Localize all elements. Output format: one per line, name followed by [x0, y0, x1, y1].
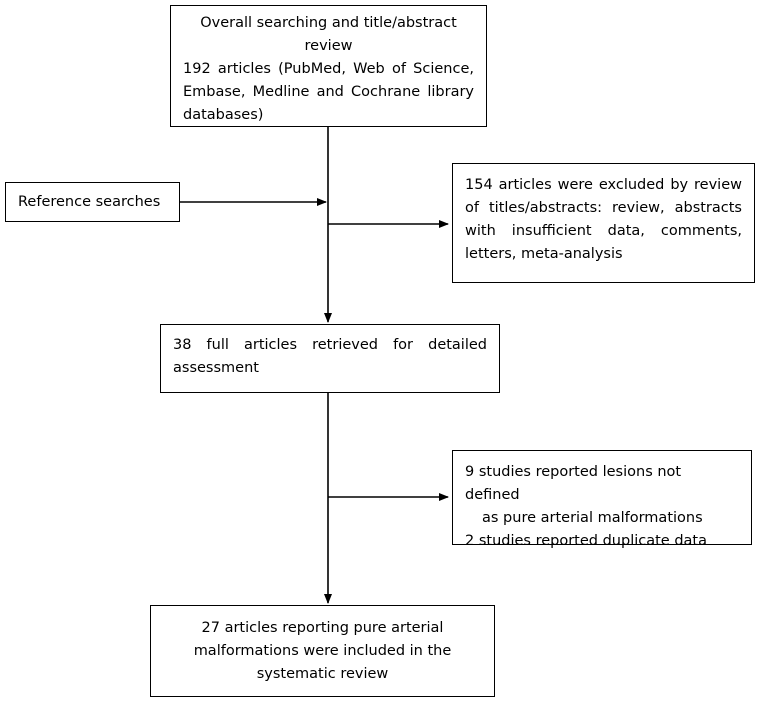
full-text-box: 38 full articles retrieved for detailed …	[160, 324, 500, 393]
full-text-box-text: 38 full articles retrieved for detailed …	[173, 337, 487, 376]
excluded-box-2-line-3: 2 studies reported duplicate data	[465, 533, 707, 549]
excluded-box-1: 154 articles were excluded by review of …	[452, 163, 755, 283]
search-box-body: 192 articles (PubMed, Web of Science, Em…	[183, 61, 474, 123]
search-box-heading: Overall searching and title/abstract rev…	[200, 15, 457, 54]
search-box: Overall searching and title/abstract rev…	[170, 5, 487, 127]
excluded-box-2-line-2: as pure arterial malformations	[482, 510, 703, 526]
included-box-text: 27 articles reporting pure arterial malf…	[193, 620, 452, 682]
excluded-box-1-text: 154 articles were excluded by review of …	[465, 177, 742, 262]
excluded-box-2: 9 studies reported lesions not defined a…	[452, 450, 752, 549]
reference-searches-label: Reference searches	[18, 194, 161, 210]
excluded-box-2-line-1: 9 studies reported lesions not defined	[465, 464, 682, 503]
included-box: 27 articles reporting pure arterial malf…	[150, 605, 495, 697]
reference-searches-box: Reference searches	[5, 182, 180, 222]
